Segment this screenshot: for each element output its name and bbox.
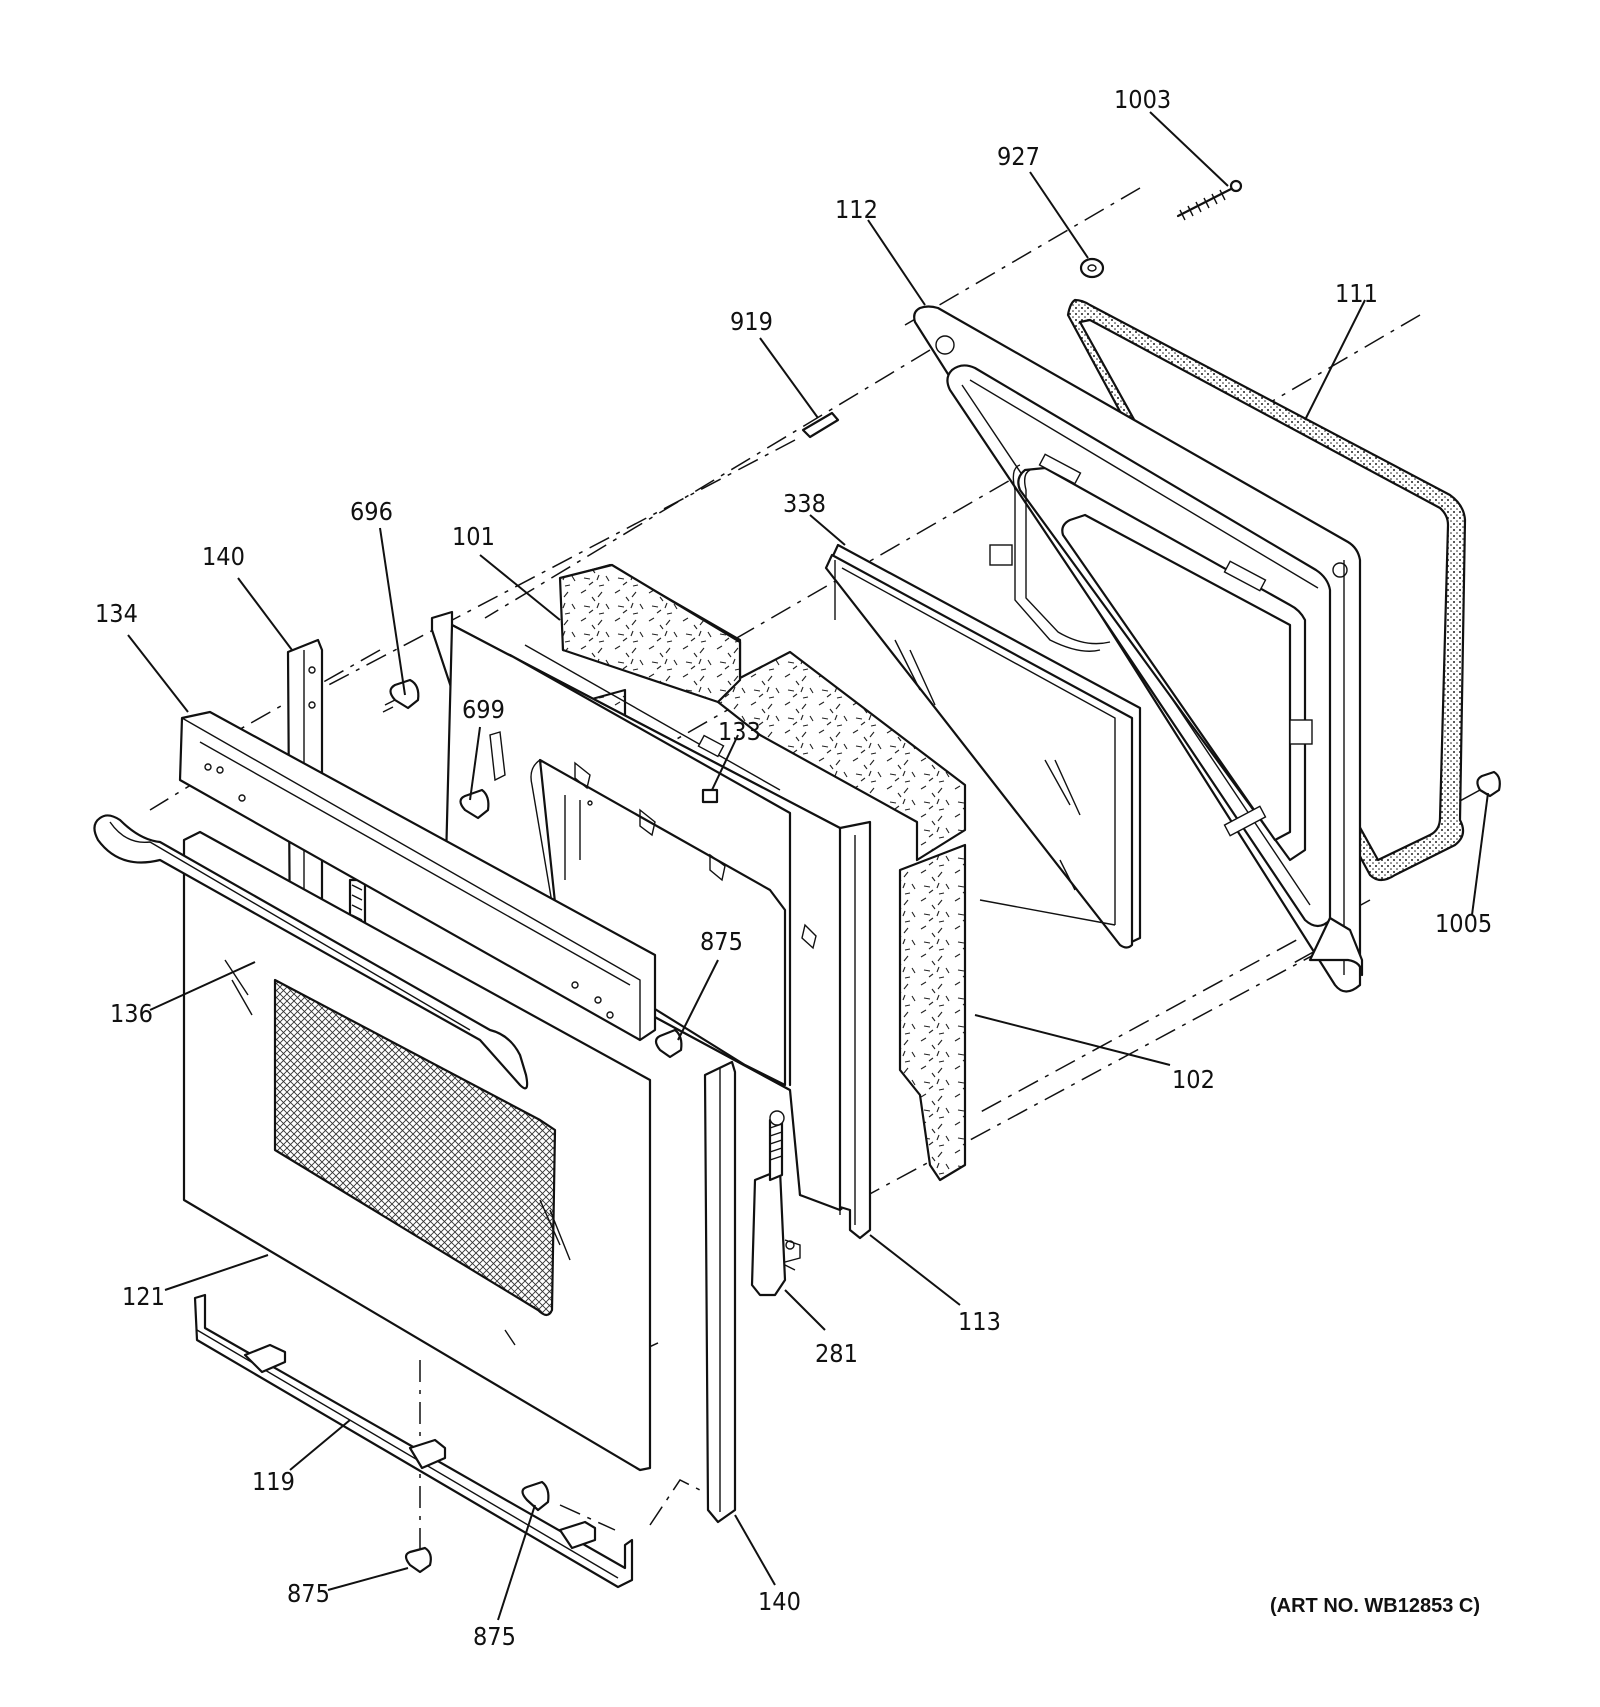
callout-1003: 1003 xyxy=(1114,85,1171,114)
callout-875-bottom-center: 875 xyxy=(473,1622,516,1651)
callout-102: 102 xyxy=(1172,1065,1215,1094)
door-handle xyxy=(93,814,529,1090)
callout-112: 112 xyxy=(835,195,878,224)
callout-140-bottom: 140 xyxy=(758,1587,801,1616)
door-vent-trim xyxy=(178,710,657,1042)
inner-door-liner xyxy=(913,305,1364,993)
inner-glass-panel xyxy=(824,543,1142,949)
callout-101: 101 xyxy=(452,522,495,551)
callout-119: 119 xyxy=(252,1467,295,1496)
callout-labels: 1003 927 112 111 919 338 696 101 140 134… xyxy=(95,85,1492,1651)
callout-281: 281 xyxy=(815,1339,858,1368)
callout-1005: 1005 xyxy=(1435,909,1492,938)
inner-door-frame xyxy=(430,610,872,1240)
hinge-channel-right xyxy=(703,1060,737,1524)
callout-927: 927 xyxy=(997,142,1040,171)
art-number: (ART NO. WB12853 C) xyxy=(1270,1595,1480,1617)
callout-875-middle: 875 xyxy=(700,927,743,956)
callout-699: 699 xyxy=(462,695,505,724)
callout-140-top: 140 xyxy=(202,542,245,571)
callout-696: 696 xyxy=(350,497,393,526)
leader-lines xyxy=(127,111,1489,1621)
door-bottom-bracket xyxy=(193,1293,634,1589)
callout-919: 919 xyxy=(730,307,773,336)
callout-134: 134 xyxy=(95,599,138,628)
door-hinge xyxy=(750,1110,801,1297)
outer-door-glass xyxy=(182,830,652,1472)
callout-338: 338 xyxy=(783,489,826,518)
callout-875-bottom-left: 875 xyxy=(287,1579,330,1608)
callout-111: 111 xyxy=(1335,279,1378,308)
callout-133: 133 xyxy=(718,717,761,746)
callout-121: 121 xyxy=(122,1282,165,1311)
callout-136: 136 xyxy=(110,999,153,1028)
callout-113: 113 xyxy=(958,1307,1001,1336)
